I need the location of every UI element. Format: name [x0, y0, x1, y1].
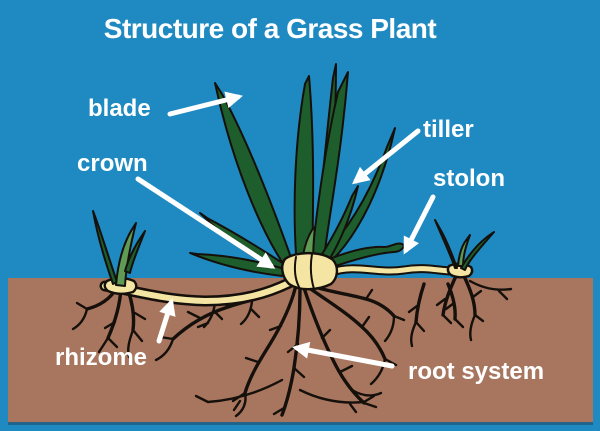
label-tiller: tiller [423, 116, 474, 143]
label-crown: crown [77, 150, 148, 177]
stolon-band [327, 264, 462, 277]
label-arrows [135, 91, 436, 369]
main-plant [189, 63, 405, 277]
left-shoot [92, 210, 146, 295]
label-blade: blade [88, 95, 151, 122]
stolon-arrow [403, 194, 436, 255]
root-system-illustration [71, 274, 513, 418]
right-shoot [434, 219, 495, 279]
root-system-arrow [291, 341, 395, 369]
diagram-title: Structure of a Grass Plant [103, 13, 437, 44]
label-root-system: root system [408, 358, 545, 385]
crown-illustration [281, 251, 339, 291]
label-rhizome: rhizome [55, 344, 148, 371]
crown-arrow [135, 176, 276, 269]
tiller-arrow [352, 128, 421, 185]
blade-arrow [167, 91, 243, 117]
label-stolon: stolon [433, 165, 505, 192]
rhizome-arrow [156, 298, 176, 344]
